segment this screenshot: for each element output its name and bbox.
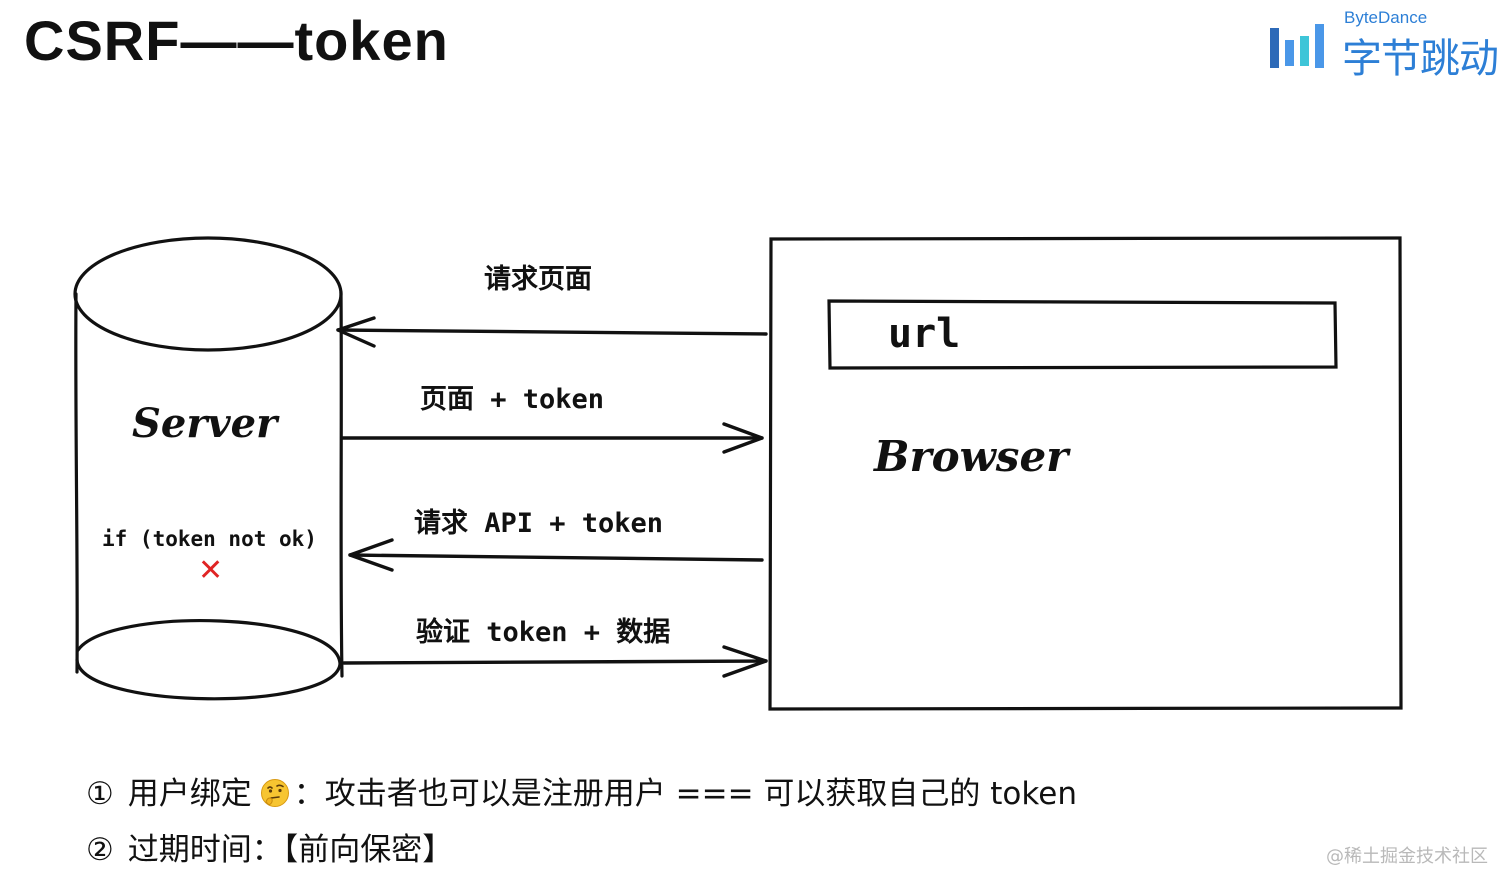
bytedance-logo: ByteDance 字节跳动 — [1268, 8, 1504, 82]
browser-label: Browser — [874, 432, 1069, 481]
note-expiry: ② 过期时间：【前向保密】 — [86, 830, 453, 870]
arrow-verify-token — [342, 645, 768, 678]
logo-text-en: ByteDance — [1344, 8, 1428, 27]
url-bar — [827, 299, 1338, 370]
thinking-face-icon — [260, 779, 289, 807]
logo-text-cn: 字节跳动 — [1342, 36, 1499, 82]
note-text-after: ：攻击者也可以是注册用户 === 可以获取自己的 token — [293, 776, 1077, 812]
browser-window — [768, 236, 1403, 711]
reject-mark-icon: ✕ — [198, 553, 224, 588]
server-cylinder — [73, 236, 344, 701]
note-text: 过期时间：【前向保密】 — [127, 832, 454, 868]
arrow-request-api — [348, 538, 764, 572]
arrow-label-request-api: 请求 API + token — [414, 508, 664, 539]
slide-title: CSRF——token — [24, 9, 449, 72]
arrow-request-page — [336, 316, 768, 348]
arrow-label-request-page: 请求页面 — [484, 264, 592, 295]
arrow-page-token — [340, 422, 764, 454]
arrow-label-page-token: 页面 + token — [420, 384, 605, 415]
note-user-binding: ① 用户绑定 ：攻击者也可以是注册用户 === 可以获取自己的 token — [86, 774, 1077, 814]
arrow-label-verify-token: 验证 token + 数据 — [416, 617, 671, 648]
note-number: ① — [86, 776, 114, 812]
note-number: ② — [86, 832, 114, 868]
bytedance-logo-icon — [1270, 24, 1324, 68]
server-label: Server — [132, 400, 278, 447]
watermark: @稀土掘金技术社区 — [1326, 846, 1488, 867]
server-condition: if (token not ok) — [102, 527, 317, 551]
url-label: url — [888, 311, 961, 357]
note-text-before: 用户绑定 — [127, 776, 252, 812]
